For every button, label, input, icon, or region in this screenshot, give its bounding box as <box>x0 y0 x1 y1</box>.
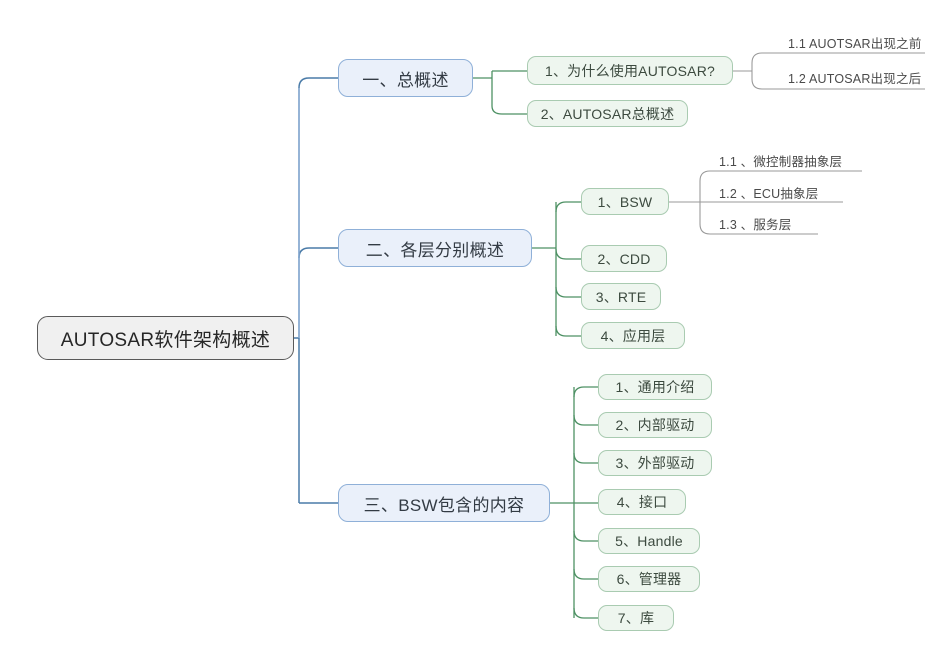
topic-node-3-3[interactable]: 3、外部驱动 <box>598 450 712 476</box>
subtopic-node-1-1-2[interactable]: 1.2 AUTOSAR出现之后 <box>784 67 925 88</box>
topic-label-3-1: 1、通用介绍 <box>615 379 695 395</box>
topic-node-2-4[interactable]: 4、应用层 <box>581 322 685 349</box>
topic-label-3-4: 4、接口 <box>616 494 668 510</box>
topic-label-3-5: 5、Handle <box>615 533 683 549</box>
branch1-connectors <box>473 70 527 115</box>
topic-node-3-2[interactable]: 2、内部驱动 <box>598 412 712 438</box>
branch-label-2: 二、各层分别概述 <box>365 240 505 260</box>
topic-label-2-1: 1、BSW <box>597 193 653 210</box>
topic-node-3-6[interactable]: 6、管理器 <box>598 566 700 592</box>
topic-node-1-1[interactable]: 1、为什么使用AUTOSAR? <box>527 56 733 85</box>
topic-label-2-2: 2、CDD <box>597 250 651 267</box>
root-connectors <box>294 77 338 504</box>
subtopic-label-2-1-3: 1.3 、服务层 <box>719 218 792 232</box>
topic-node-2-3[interactable]: 3、RTE <box>581 283 661 310</box>
topic-label-3-6: 6、管理器 <box>616 571 682 587</box>
topic-label-3-2: 2、内部驱动 <box>615 417 695 433</box>
topic-label-1-1: 1、为什么使用AUTOSAR? <box>545 62 715 79</box>
branch3-connectors <box>550 386 598 619</box>
branch-label-3: 三、BSW包含的内容 <box>363 495 525 515</box>
subtopic-node-2-1-2[interactable]: 1.2 、ECU抽象层 <box>715 182 843 203</box>
topic-node-3-1[interactable]: 1、通用介绍 <box>598 374 712 400</box>
topic-node-3-4[interactable]: 4、接口 <box>598 489 686 515</box>
root-label: AUTOSAR软件架构概述 <box>60 329 271 351</box>
topic-label-2-4: 4、应用层 <box>600 327 666 344</box>
branch-node-3[interactable]: 三、BSW包含的内容 <box>338 484 550 522</box>
topic-label-1-2: 2、AUTOSAR总概述 <box>540 105 675 122</box>
topic-node-2-1[interactable]: 1、BSW <box>581 188 669 215</box>
topic-node-2-2[interactable]: 2、CDD <box>581 245 667 272</box>
topic-label-3-7: 7、库 <box>617 610 655 626</box>
branch-label-1: 一、总概述 <box>362 70 449 90</box>
root-node[interactable]: AUTOSAR软件架构概述 <box>37 316 294 360</box>
subtopic-label-1-1-1: 1.1 AUOTSAR出现之前 <box>788 37 922 51</box>
topic-node-3-5[interactable]: 5、Handle <box>598 528 700 554</box>
branch2-connectors <box>532 201 581 337</box>
subtopic-label-1-1-2: 1.2 AUTOSAR出现之后 <box>788 72 922 86</box>
branch-node-1[interactable]: 一、总概述 <box>338 59 473 97</box>
topic-node-1-2[interactable]: 2、AUTOSAR总概述 <box>527 100 688 127</box>
subtopic-node-2-1-1[interactable]: 1.1 、微控制器抽象层 <box>715 150 862 171</box>
subtopic-label-2-1-1: 1.1 、微控制器抽象层 <box>719 155 843 169</box>
subtopic-label-2-1-2: 1.2 、ECU抽象层 <box>719 187 819 201</box>
topic-label-3-3: 3、外部驱动 <box>615 455 695 471</box>
topic-node-3-7[interactable]: 7、库 <box>598 605 674 631</box>
subtopic-node-2-1-3[interactable]: 1.3 、服务层 <box>715 213 818 234</box>
topic-label-2-3: 3、RTE <box>595 288 647 305</box>
branch-node-2[interactable]: 二、各层分别概述 <box>338 229 532 267</box>
subtopic-node-1-1-1[interactable]: 1.1 AUOTSAR出现之前 <box>784 32 925 53</box>
